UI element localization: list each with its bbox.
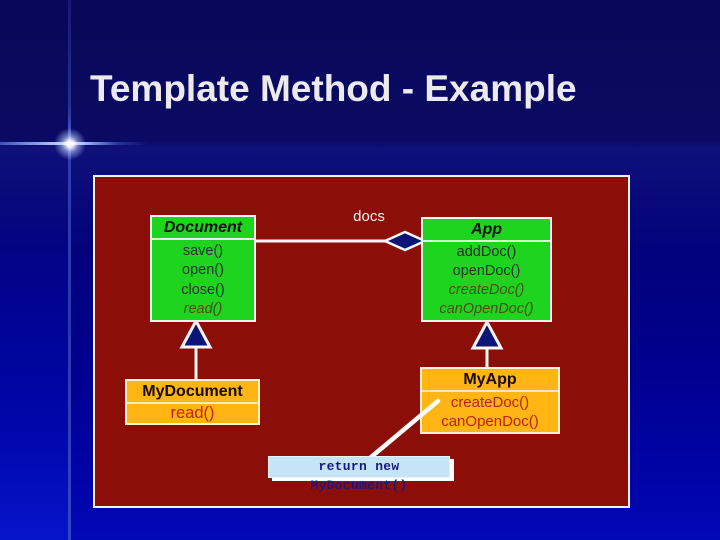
method-list: read() [127, 404, 258, 423]
method-read-override: read() [170, 404, 215, 423]
method-opendoc: openDoc() [452, 263, 521, 280]
method-createdoc-override: createDoc() [450, 394, 530, 411]
uml-diagram-panel: docs Document save() open() close() read… [93, 175, 630, 508]
method-save: save() [182, 242, 224, 259]
method-list: createDoc() canOpenDoc() [422, 392, 558, 432]
class-name: Document [152, 217, 254, 240]
method-read-abstract: read() [183, 301, 223, 317]
note-connector-layer [367, 398, 441, 461]
note-connector-line [367, 398, 441, 461]
method-list: save() open() close() read() [152, 240, 254, 320]
method-close: close() [181, 281, 225, 298]
class-name: MyDocument [127, 381, 258, 404]
method-createdoc-abstract: createDoc() [448, 282, 525, 299]
class-name: MyApp [422, 369, 558, 392]
inheritance-arrow-icon-left [179, 317, 213, 349]
method-open: open() [182, 262, 224, 278]
method-canopendoc-abstract: canOpenDoc() [439, 301, 534, 318]
uml-connectors-layer [179, 230, 504, 381]
accent-cross-glow [54, 128, 86, 160]
slide-title: Template Method - Example [90, 68, 577, 109]
class-box-mydocument: MyDocument read() [125, 379, 260, 425]
association-label: docs [353, 208, 385, 225]
method-list: addDoc() openDoc() createDoc() canOpenDo… [423, 242, 550, 320]
class-box-document: Document save() open() close() read() [150, 215, 256, 322]
accent-cross-vertical-line [68, 0, 71, 540]
method-canopendoc-override: canOpenDoc() [441, 413, 539, 430]
left-accent-strip [0, 0, 68, 540]
class-box-myapp: MyApp createDoc() canOpenDoc() [420, 367, 560, 434]
method-adddoc: addDoc() [456, 244, 517, 261]
inheritance-arrow-icon-right [470, 318, 504, 350]
code-note: return new MyDocument() [268, 456, 450, 493]
class-box-app: App addDoc() openDoc() createDoc() canOp… [421, 217, 552, 322]
class-name: App [423, 219, 550, 242]
